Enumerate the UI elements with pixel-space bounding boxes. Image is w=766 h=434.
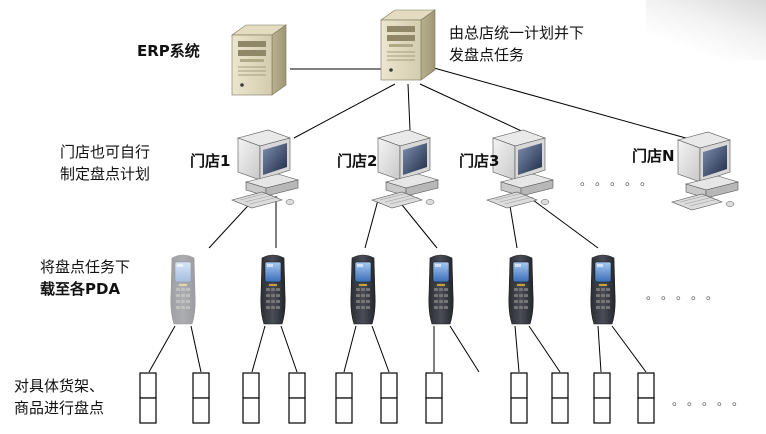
pda-note-line1: 将盘点任务下 xyxy=(40,258,131,276)
store-n-computer-icon xyxy=(671,131,739,211)
shelf-icon xyxy=(192,372,210,424)
shelf-icon xyxy=(551,372,569,424)
shelf-icon xyxy=(335,372,353,424)
shelf-icon xyxy=(637,372,655,424)
erp-label: ERP系统 xyxy=(137,42,200,60)
store-note-line2: 制定盘点计划 xyxy=(60,165,151,183)
pda-note-line2: 载至各PDA xyxy=(40,280,121,298)
shelf-icon xyxy=(242,372,260,424)
store-1-computer-icon xyxy=(231,129,299,209)
hq-server-icon xyxy=(380,9,436,81)
shelf-icon xyxy=(380,372,398,424)
store-note-line1: 门店也可自行 xyxy=(60,143,151,161)
shelf-note-line1: 对具体货架、 xyxy=(14,377,105,395)
shelf-icon xyxy=(288,372,306,424)
shelf-icon xyxy=(593,372,611,424)
shelf-icon xyxy=(139,372,157,424)
store-n-label: 门店N xyxy=(632,147,675,165)
pda-icon xyxy=(590,254,616,325)
store-1-label: 门店1 xyxy=(190,152,231,170)
pda-icon xyxy=(428,254,454,325)
shelf-note-line2: 商品进行盘点 xyxy=(14,399,105,417)
connector-lines xyxy=(148,67,694,373)
shelf-icon xyxy=(510,372,528,424)
pda-icon xyxy=(508,254,534,325)
pda-icon xyxy=(350,254,376,325)
store-3-label: 门店3 xyxy=(459,152,500,170)
pda-icon xyxy=(260,254,286,325)
pda-ellipsis: 。。。。。 xyxy=(646,288,728,302)
hq-note-line2: 发盘点任务 xyxy=(449,46,525,64)
store-2-computer-icon xyxy=(371,129,439,209)
pda-icon xyxy=(170,254,196,325)
corner-shadow xyxy=(646,0,766,60)
erp-server-icon xyxy=(231,24,287,96)
shelf-ellipsis: 。。。。。 xyxy=(672,394,754,408)
hq-note-line1: 由总店统一计划并下 xyxy=(449,24,585,42)
store-2-label: 门店2 xyxy=(337,152,378,170)
shelf-icon xyxy=(425,372,443,424)
stores-ellipsis: 。。。。。 xyxy=(580,174,662,188)
